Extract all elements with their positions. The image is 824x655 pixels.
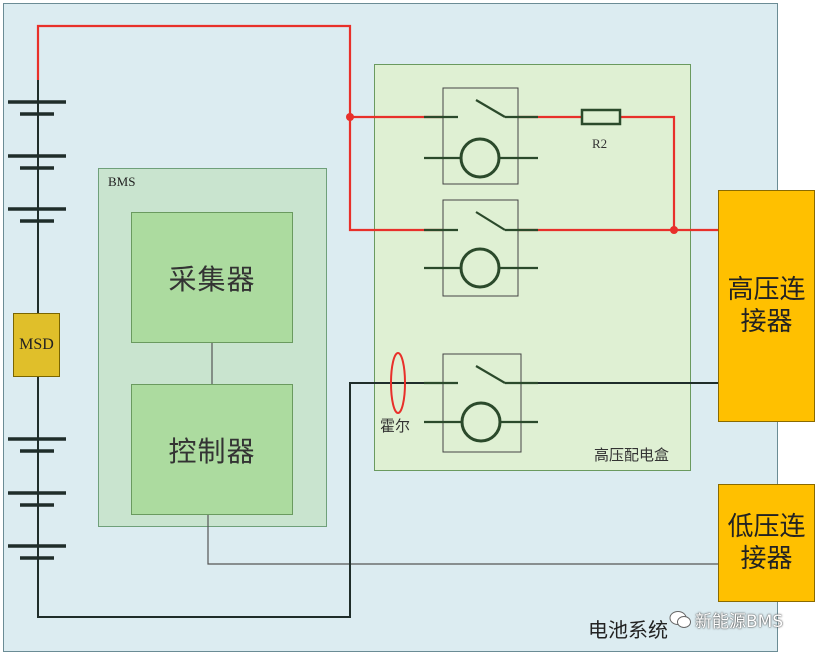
lv-connector: 低压连接器 <box>718 484 815 602</box>
junction-dot <box>346 113 354 121</box>
watermark: 新能源BMS <box>669 607 783 632</box>
msd-block: MSD <box>13 313 60 377</box>
collector-module: 采集器 <box>131 212 293 343</box>
hall-sensor-label: 霍尔 <box>380 417 411 435</box>
hv-connector-label: 高压连接器 <box>727 275 806 337</box>
controller-module: 控制器 <box>131 384 293 515</box>
signal-wire <box>207 515 718 565</box>
hv-connector: 高压连接器 <box>718 190 815 422</box>
relay-main-positive <box>424 199 538 297</box>
battery-system-label: 电池系统 <box>588 618 668 642</box>
battery-pack <box>8 80 66 560</box>
r2-resistor <box>580 108 622 126</box>
junction-dot <box>670 226 678 234</box>
wechat-icon <box>669 610 691 628</box>
hall-sensor <box>390 352 406 414</box>
hv-positive-wire <box>36 24 443 232</box>
watermark-text: 新能源BMS <box>695 612 784 632</box>
hv-box-label: 高压配电盒 <box>594 446 670 464</box>
relay-main-negative <box>424 353 538 453</box>
negative-wire <box>37 382 443 618</box>
lv-connector-label: 低压连接器 <box>727 512 806 574</box>
bms-label: BMS <box>108 174 136 189</box>
relay-precharge <box>424 87 538 185</box>
resistor-label: R2 <box>592 136 608 151</box>
